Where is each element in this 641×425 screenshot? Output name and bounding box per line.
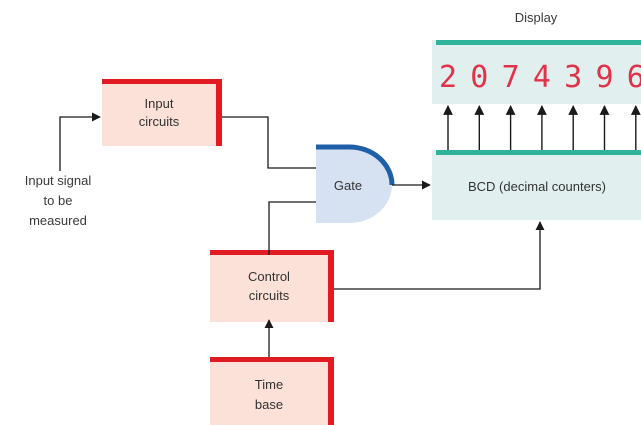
display-digit: 2 [439,60,457,95]
control-circuits-box [210,255,328,322]
input-circuits-label-line1: Input [145,96,174,111]
input-to-gate-wire [222,116,316,169]
input-circuits-box [102,84,216,146]
gate-label: Gate [334,178,362,193]
display-digit: 4 [533,60,551,95]
control-circuits-label-line1: Control [248,269,290,284]
and-gate: Gate [316,144,395,223]
input-signal-line1: Input signal [25,173,92,188]
connection-wires [59,112,545,357]
bcd-background [432,150,641,220]
control-to-gate-wire [268,201,316,255]
input-signal-label: Input signal to be measured [25,173,92,228]
control-circuits-label-line2: circuits [249,288,290,303]
time-base-label-line2: base [255,397,283,412]
control-circuits-block: Control circuits [210,250,334,322]
input-circuits-label-line2: circuits [139,114,180,129]
display-background [432,40,641,104]
bcd-top-accent [436,150,641,155]
gate-body [316,147,392,223]
bcd-label: BCD (decimal counters) [468,179,606,194]
display-digit: 0 [470,60,488,95]
input-signal-line3: measured [29,213,87,228]
display-digit: 3 [564,60,582,95]
display-title: Display [515,10,558,25]
bcd-block: BCD (decimal counters) [432,150,641,220]
input-signal-line2: to be [44,193,73,208]
bcd-to-display-arrows [443,105,641,150]
input-circuits-block: Input circuits [102,79,222,146]
display-digit: 7 [502,60,520,95]
display-digit: 9 [595,60,613,95]
gate-accent [348,144,395,186]
time-base-box [210,362,328,425]
time-base-label-line1: Time [255,377,283,392]
control-to-bcd-arrow [334,221,545,290]
time-base-block: Time base [210,357,334,425]
display-top-accent [436,40,641,45]
input-signal-arrow [59,112,101,171]
display-digit: 6 [627,60,641,95]
